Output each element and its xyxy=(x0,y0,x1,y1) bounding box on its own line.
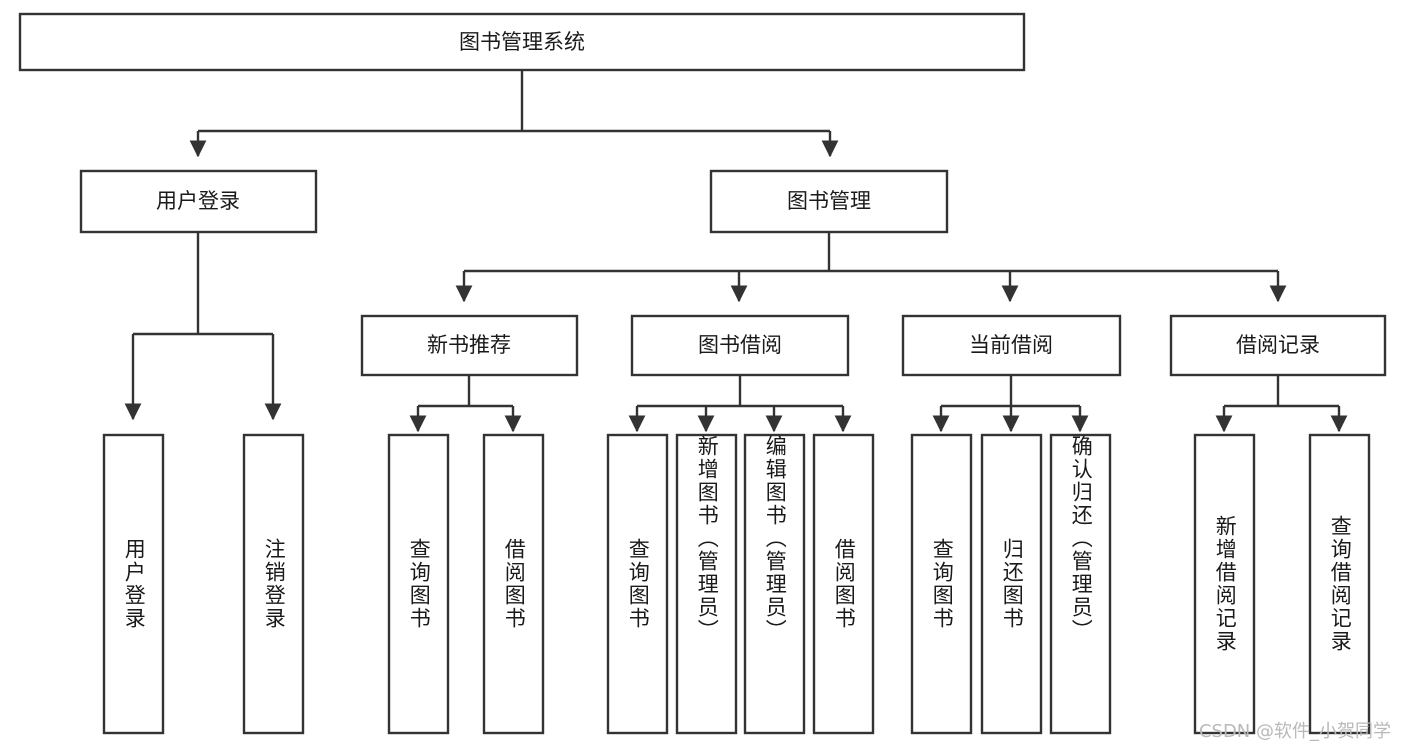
csdn-watermark: CSDN @软件_小贺同学 xyxy=(1198,721,1391,742)
leaf-user-login-rect[interactable] xyxy=(102,433,165,735)
leaf-add-record-rect[interactable] xyxy=(1193,433,1256,735)
node-current-borrow[interactable]: 当前借阅 xyxy=(901,314,1122,377)
leaf-borrow-book-2-rect[interactable] xyxy=(812,433,875,735)
node-borrow-record-rect xyxy=(1169,314,1387,377)
node-root-rect xyxy=(18,12,1026,72)
node-root[interactable]: 图书管理系统 xyxy=(18,12,1026,72)
leaf-return-book-rect[interactable] xyxy=(980,433,1043,735)
leaf-query-record-rect[interactable] xyxy=(1308,433,1371,735)
node-borrow-record-label: 借阅记录 xyxy=(1236,333,1320,357)
node-new-book-rec-label: 新书推荐 xyxy=(427,333,511,357)
leaf-query-book-3-rect[interactable] xyxy=(910,433,973,735)
node-book-borrow[interactable]: 图书借阅 xyxy=(630,314,850,377)
leaf-add-book-rect[interactable] xyxy=(675,433,738,735)
node-book-borrow-label: 图书借阅 xyxy=(698,333,782,357)
leaf-query-book-1-rect[interactable] xyxy=(387,433,450,735)
node-current-borrow-label: 当前借阅 xyxy=(969,333,1053,357)
leaf-query-book-2-rect[interactable] xyxy=(606,433,669,735)
node-book-manage-label: 图书管理 xyxy=(787,189,871,213)
leaf-borrow-book-1-rect[interactable] xyxy=(482,433,545,735)
node-book-manage-rect xyxy=(709,169,949,234)
node-user-login[interactable]: 用户登录 xyxy=(79,169,318,234)
node-new-book-rec[interactable]: 新书推荐 xyxy=(360,314,579,377)
leaf-user-logout-rect[interactable] xyxy=(242,433,305,735)
node-book-borrow-rect xyxy=(630,314,850,377)
node-root-label: 图书管理系统 xyxy=(459,30,585,54)
leaf-confirm-return-rect[interactable] xyxy=(1049,433,1112,735)
node-current-borrow-rect xyxy=(901,314,1122,377)
node-new-book-rec-rect xyxy=(360,314,579,377)
node-borrow-record[interactable]: 借阅记录 xyxy=(1169,314,1387,377)
leaf-edit-book-rect[interactable] xyxy=(743,433,806,735)
node-book-manage[interactable]: 图书管理 xyxy=(709,169,949,234)
node-user-login-label: 用户登录 xyxy=(156,189,240,213)
